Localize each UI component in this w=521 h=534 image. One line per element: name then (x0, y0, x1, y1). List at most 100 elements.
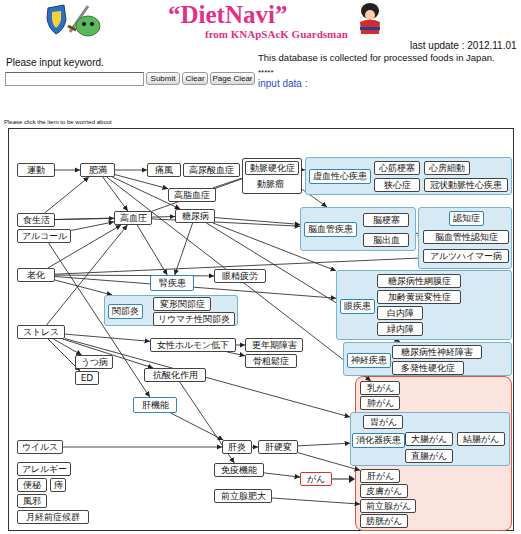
condition-box: 前立腺がん (360, 499, 416, 513)
node-text: 風邪 (23, 497, 41, 506)
group-heading: 動脈瘤 (257, 180, 284, 189)
arrow-connector (298, 443, 350, 446)
arrow-connector (71, 222, 114, 231)
group-box: 脳血管疾患脳梗塞脳出血 (300, 207, 416, 251)
arrow-connector (137, 225, 167, 275)
node-text: 乳がん (367, 384, 394, 393)
node-text: 心房細動 (429, 164, 465, 173)
condition-box: ED (75, 371, 99, 385)
arrow-connector (215, 218, 300, 225)
condition-box: 運動 (17, 163, 55, 177)
node-text: 前立腺肥大 (221, 492, 266, 501)
arrow-connector (65, 339, 350, 417)
form-button: Page Clear (210, 72, 255, 85)
node-text: 高血圧 (120, 214, 147, 223)
condition-box: 冠状動脈性心疾患 (424, 178, 508, 192)
condition-box: 眼精疲労 (214, 269, 266, 283)
group-box: 虚血性心疾患心筋梗塞心房細動狭心症冠状動脈性心疾患 (305, 157, 512, 195)
group-box: 関節炎変形関節症リウマチ性関節炎 (104, 295, 238, 326)
form-button: Clear (182, 72, 208, 85)
note-label: ***** (258, 69, 274, 77)
condition-box: 脳出血 (363, 233, 409, 247)
condition-box: うつ病 (75, 355, 113, 369)
condition-box: 皮膚がん (360, 484, 408, 498)
condition-box: 抗酸化作用 (144, 368, 206, 382)
node-text: Submit (151, 75, 176, 83)
condition-box: 緑内障 (377, 322, 423, 336)
node-text: 加齢黄斑変性症 (388, 293, 451, 302)
group-heading: 神経疾患 (347, 353, 391, 368)
node-text: 脳血管性認知症 (435, 233, 498, 242)
condition-box: 胃がん (363, 415, 403, 429)
condition-box: アルコール (17, 229, 71, 243)
condition-box: 高脂血症 (168, 188, 216, 202)
node-text: 白内障 (387, 309, 414, 318)
condition-box: アルツハイマー病 (423, 249, 509, 263)
group-heading: 認知症 (449, 211, 484, 226)
node-text: 肝硬変 (265, 443, 292, 452)
condition-box: 月経前症候群 (17, 510, 89, 524)
node-text: 高尿酸血症 (189, 166, 234, 175)
node-text: 食生活 (23, 216, 50, 225)
condition-box: 高尿酸血症 (183, 163, 240, 177)
node-text: 冠状動脈性心疾患 (430, 181, 502, 190)
note-label: input data : (258, 79, 307, 89)
condition-box: 糖尿病性神経障害 (392, 345, 482, 359)
cancer-pointer (330, 472, 356, 486)
node-text: がん (307, 475, 325, 484)
arrow-connector (272, 498, 360, 504)
condition-box: 痔 (50, 478, 66, 492)
node-text: 痛風 (155, 166, 173, 175)
arrow-connector (55, 280, 112, 295)
group-box: 眼疾患糖尿病性網膜症加齢黄斑変性症白内障緑内障 (336, 270, 512, 340)
condition-box: 骨粗鬆症 (245, 354, 297, 368)
node-text: 肺がん (367, 399, 394, 408)
condition-box: 変形関節症 (153, 297, 211, 311)
condition-box: 心房細動 (424, 161, 470, 175)
node-text: 変形関節症 (160, 300, 205, 309)
condition-box: 白内障 (377, 306, 423, 320)
node-text: アルコール (22, 232, 67, 241)
arrow-connector (63, 447, 222, 448)
node-text: 直腸がん (411, 452, 447, 461)
node-text: 運動 (27, 166, 45, 175)
condition-box: 食生活 (17, 213, 55, 227)
condition-box: ストレス (17, 325, 65, 339)
note-label: last update : 2012.11.01 (410, 41, 517, 51)
node-text: 胃がん (370, 418, 397, 427)
arrow-connector (115, 170, 147, 171)
node-text: Clear (185, 75, 204, 83)
node-text: ED (81, 374, 94, 383)
group-box: 神経疾患 糖尿病性神経障害多発性硬化症 (343, 342, 512, 376)
condition-box: 糖尿病性網膜症 (377, 274, 461, 288)
arrow-connector (45, 177, 89, 213)
page-title: “DietNavi” (168, 1, 287, 29)
condition-box: 更年期障害 (245, 338, 303, 352)
note-label: This database is collected for processed… (258, 53, 495, 63)
condition-box: 乳がん (360, 381, 400, 395)
guardsman-logo (352, 2, 388, 38)
group-box: 認知症脳血管性認知症アルツハイマー病 (418, 207, 512, 269)
highlight-box: 肝機能 (133, 397, 177, 413)
node-text: 大腸がん (411, 435, 447, 444)
node-text: 前立腺がん (366, 502, 411, 511)
condition-box: 直腸がん (405, 449, 453, 463)
arrow-connector (236, 345, 245, 346)
node-text: 更年期障害 (252, 341, 297, 350)
group-heading: 脳血管疾患 (304, 222, 357, 237)
node-text: 便秘 (23, 481, 41, 490)
group-box: 動脈瘤動脈硬化症 (242, 158, 302, 194)
condition-box: 女性ホルモン低下 (150, 338, 236, 352)
note-label: Please input keyword. (6, 58, 104, 68)
shield-logo (44, 2, 106, 38)
condition-box: 痛風 (147, 163, 181, 177)
condition-box: 老化 (17, 268, 55, 282)
node-text: 糖尿病 (182, 212, 209, 221)
condition-box: 多発性硬化症 (392, 361, 464, 375)
arrow-connector (227, 352, 245, 356)
node-text: 糖尿病性神経障害 (401, 348, 473, 357)
condition-box: 心筋梗塞 (374, 161, 420, 175)
condition-box: 肺がん (360, 396, 400, 410)
condition-box: 肥満 (80, 163, 115, 177)
